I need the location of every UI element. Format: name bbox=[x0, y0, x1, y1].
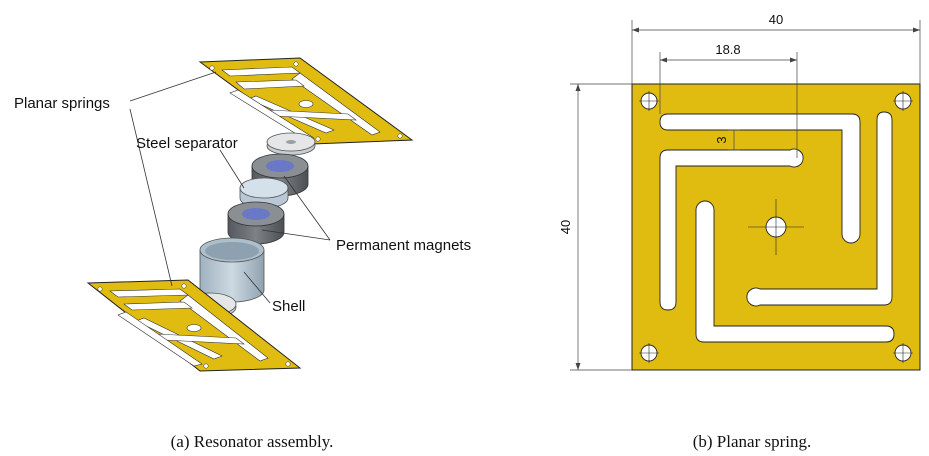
caption-a: (a) Resonator assembly. bbox=[171, 432, 334, 451]
height-dimension-label: 40 bbox=[558, 220, 573, 234]
top-planar-spring bbox=[198, 57, 414, 145]
steel-separator-label: Steel separator bbox=[136, 135, 238, 152]
spiral-slots bbox=[659, 111, 895, 343]
offset-dimension bbox=[659, 52, 798, 158]
planar-springs-label: Planar springs bbox=[14, 95, 110, 112]
slot-width-dimension bbox=[728, 129, 740, 151]
height-dimension bbox=[570, 83, 632, 371]
width-dimension bbox=[631, 20, 921, 84]
center-hole bbox=[748, 199, 804, 255]
top-steel-separator bbox=[266, 132, 316, 156]
bottom-planar-spring bbox=[86, 279, 302, 372]
corner-holes bbox=[639, 91, 913, 363]
permanent-magnets-label: Permanent magnets bbox=[336, 237, 471, 254]
planar-spring-panel: 40 18.8 3 40 (b) Planar spring. bbox=[558, 12, 921, 451]
offset-dimension-label: 18.8 bbox=[715, 42, 740, 57]
leader-lines bbox=[129, 71, 331, 304]
shell-label: Shell bbox=[272, 298, 305, 315]
shell bbox=[199, 237, 265, 303]
middle-steel-separator bbox=[239, 177, 289, 209]
caption-b: (b) Planar spring. bbox=[693, 432, 812, 451]
width-dimension-label: 40 bbox=[769, 12, 783, 27]
slot-width-dimension-label: 3 bbox=[714, 136, 729, 143]
lower-permanent-magnet bbox=[227, 201, 285, 245]
resonator-assembly-panel: Planar springs Steel separator Permanent… bbox=[14, 57, 471, 451]
